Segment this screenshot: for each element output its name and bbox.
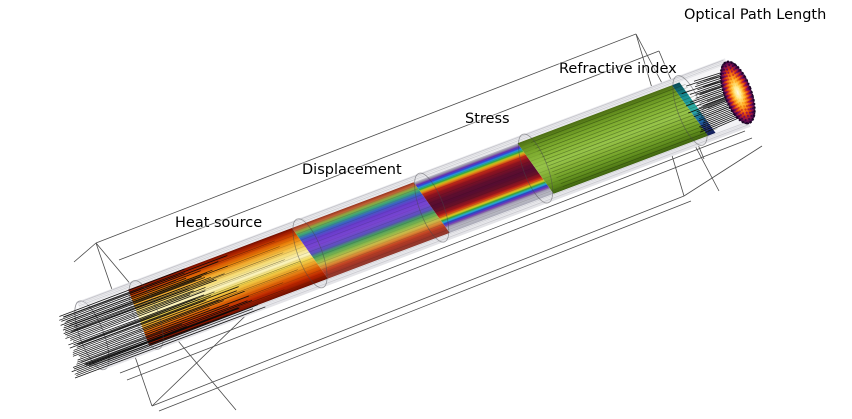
section-boundary-ring [672,75,708,146]
section-boundary-ring [128,280,164,350]
rod-section-displacement [291,182,450,279]
end-cap-dot-rings [719,60,756,125]
box-edge [119,130,746,374]
cone-edge-right [683,145,763,197]
glass-streak-lines [77,59,749,370]
label-heat-source: Heat source [175,215,263,231]
rod-section-stress [413,143,554,233]
rod-section-refractive-index [517,85,709,194]
box-edge [118,50,660,261]
box-edge [151,195,685,407]
box-edge [158,200,692,412]
box-edge [95,33,637,244]
box-edge [73,242,97,263]
label-refractive-index: Refractive index [559,61,677,77]
label-optical-path-length: Optical Path Length [684,7,827,23]
label-displacement: Displacement [302,162,402,178]
section-boundary-ring [292,218,328,289]
label-stress: Stress [465,111,510,127]
box-edge [126,137,753,381]
glass-end-face-left [74,300,110,371]
laser-rod [59,58,756,379]
